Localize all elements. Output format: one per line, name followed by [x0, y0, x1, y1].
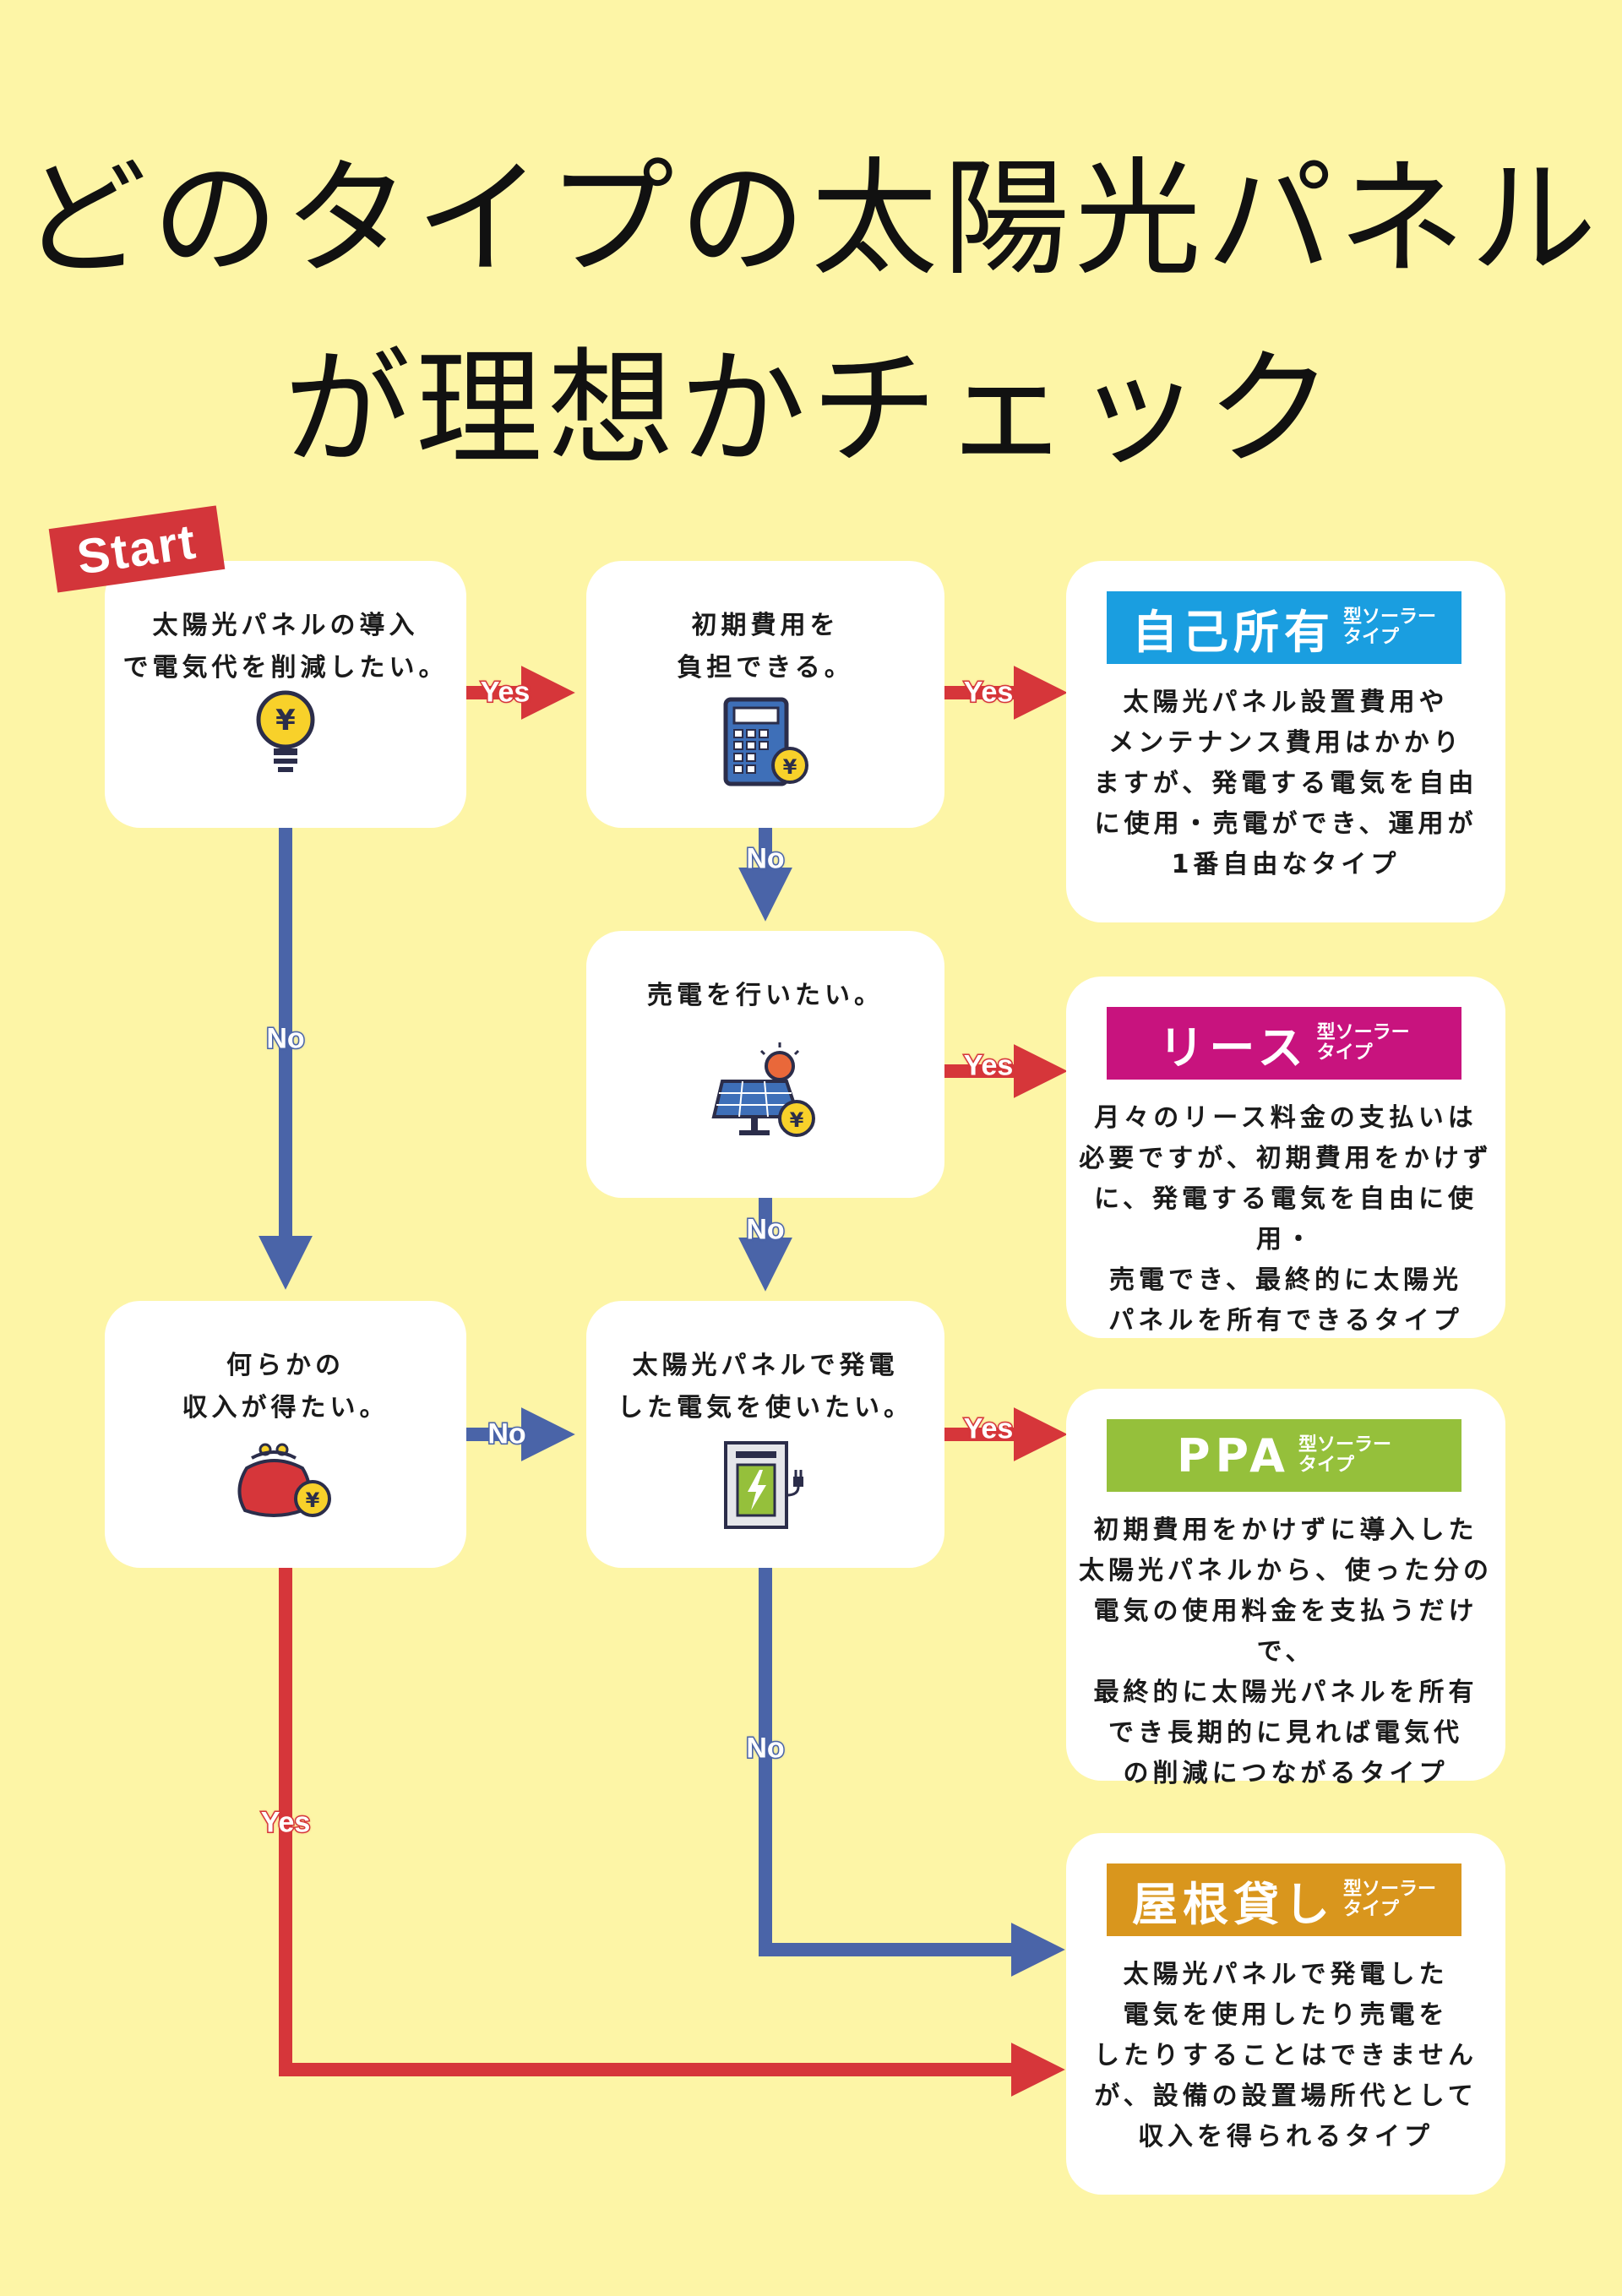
text-line: の削減につながるタイプ: [1123, 1759, 1449, 1788]
label-no: No: [745, 1212, 786, 1247]
result-description: 初期費用をかけずに導入した 太陽光パネルから、使った分の 電気の使用料金を支払う…: [1066, 1510, 1505, 1794]
arrow-q5-no-roof: [759, 1568, 1065, 1977]
text-line: 収入が得たい。: [182, 1393, 389, 1423]
text-line: したりすることはできません: [1093, 2041, 1478, 2070]
battery-storage-icon: [719, 1439, 812, 1536]
result-box-roof: 屋根貸し 型ソーラー タイプ 太陽光パネルで発電した 電気を使用したり売電を し…: [1066, 1833, 1505, 2195]
question-box-want-income: 何らかの 収入が得たい。 ¥: [105, 1301, 466, 1568]
text-line: 売電を行いたい。: [647, 981, 884, 1010]
text-line: 初期費用をかけずに導入した: [1093, 1515, 1478, 1545]
page-title-line-2: が理想かチェック: [283, 336, 1338, 483]
result-box-ppa: PPA 型ソーラー タイプ 初期費用をかけずに導入した 太陽光パネルから、使った…: [1066, 1389, 1505, 1788]
text-line: 必要ですが、初期費用をかけず: [1079, 1144, 1493, 1173]
page-title-line-1: どのタイプの太陽光パネル: [19, 146, 1602, 293]
label-yes: Yes: [962, 675, 1015, 710]
label-yes: Yes: [962, 1048, 1015, 1083]
label-yes: Yes: [259, 1805, 312, 1840]
question-text: 太陽光パネルの導入 で電気代を削減したい。: [105, 605, 466, 689]
text-line: 収入を得られるタイプ: [1138, 2122, 1434, 2152]
text-line: メンテナンス費用はかかり: [1108, 728, 1463, 758]
text-line: 1番自由なタイプ: [1171, 850, 1401, 879]
text-line: 太陽光パネルで発電: [632, 1351, 899, 1380]
result-badge-own: 自己所有 型ソーラー タイプ: [1107, 591, 1461, 664]
text-line: 電気を使用したり売電を: [1123, 2000, 1449, 2030]
text-line: 初期費用を: [691, 611, 840, 640]
question-text: 太陽光パネルで発電 した電気を使いたい。: [586, 1345, 944, 1429]
calculator-yen-icon: ¥: [719, 696, 812, 792]
text-line: 太陽光パネル設置費用や: [1123, 688, 1449, 717]
text-line: 太陽光パネルから、使った分の: [1079, 1556, 1493, 1586]
svg-text:¥: ¥: [275, 704, 296, 737]
label-no: No: [745, 1731, 786, 1766]
text-line: 太陽光パネルで発電した: [1123, 1960, 1449, 1989]
text-line: した電気を使いたい。: [618, 1393, 913, 1423]
text-line: パネルを所有できるタイプ: [1108, 1306, 1463, 1336]
question-text: 売電を行いたい。: [586, 975, 944, 1017]
coin-purse-yen-icon: ¥: [235, 1439, 336, 1527]
result-box-lease: リース 型ソーラー タイプ 月々のリース料金の支払いは 必要ですが、初期費用をか…: [1066, 977, 1505, 1338]
label-yes: Yes: [962, 1412, 1015, 1446]
text-line: に使用・売電ができ、運用が: [1094, 809, 1478, 839]
label-yes: Yes: [479, 675, 531, 710]
solar-panel-yen-icon: ¥: [710, 1041, 820, 1145]
question-box-use-power: 太陽光パネルで発電 した電気を使いたい。: [586, 1301, 944, 1568]
question-text: 何らかの 収入が得たい。: [105, 1345, 466, 1429]
question-box-sell-power: 売電を行いたい。 ¥: [586, 931, 944, 1198]
question-text: 初期費用を 負担できる。: [586, 605, 944, 689]
svg-text:¥: ¥: [783, 755, 797, 779]
text-line: ますが、発電する電気を自由: [1093, 769, 1478, 798]
question-box-reduce-bill: 太陽光パネルの導入 で電気代を削減したい。 ¥: [105, 561, 466, 828]
text-line: 最終的に太陽光パネルを所有: [1093, 1678, 1478, 1707]
result-description: 太陽光パネル設置費用や メンテナンス費用はかかり ますが、発電する電気を自由 に…: [1066, 683, 1505, 885]
lightbulb-yen-icon: ¥: [252, 688, 319, 784]
label-no: No: [745, 841, 786, 876]
text-line: が、設備の設置場所代として: [1094, 2081, 1478, 2111]
text-line: で電気代を削減したい。: [122, 653, 449, 683]
svg-text:¥: ¥: [306, 1488, 320, 1512]
label-no: No: [487, 1417, 527, 1451]
arrow-q4-yes-roof: [279, 1568, 1065, 2097]
result-badge-lease: リース 型ソーラー タイプ: [1107, 1007, 1461, 1080]
result-badge-ppa: PPA 型ソーラー タイプ: [1107, 1419, 1461, 1492]
result-box-own: 自己所有 型ソーラー タイプ 太陽光パネル設置費用や メンテナンス費用はかかり …: [1066, 561, 1505, 922]
text-line: 電気の使用料金を支払うだけで、: [1093, 1597, 1478, 1667]
text-line: 何らかの: [226, 1351, 345, 1380]
text-line: 太陽光パネルの導入: [152, 611, 419, 640]
text-line: に、発電する電気を自由に使用・: [1093, 1184, 1478, 1254]
svg-text:¥: ¥: [790, 1108, 804, 1132]
result-description: 太陽光パネルで発電した 電気を使用したり売電を したりすることはできません が、…: [1066, 1955, 1505, 2157]
text-line: 負担できる。: [677, 653, 854, 683]
text-line: 月々のリース料金の支払いは: [1094, 1103, 1478, 1133]
question-box-initial-cost: 初期費用を 負担できる。 ¥: [586, 561, 944, 828]
result-description: 月々のリース料金の支払いは 必要ですが、初期費用をかけず に、発電する電気を自由…: [1066, 1098, 1505, 1341]
result-badge-roof: 屋根貸し 型ソーラー タイプ: [1107, 1863, 1461, 1936]
text-line: でき長期的に見れば電気代: [1108, 1718, 1463, 1748]
text-line: 売電でき、最終的に太陽光: [1109, 1265, 1462, 1295]
label-no: No: [265, 1021, 306, 1056]
